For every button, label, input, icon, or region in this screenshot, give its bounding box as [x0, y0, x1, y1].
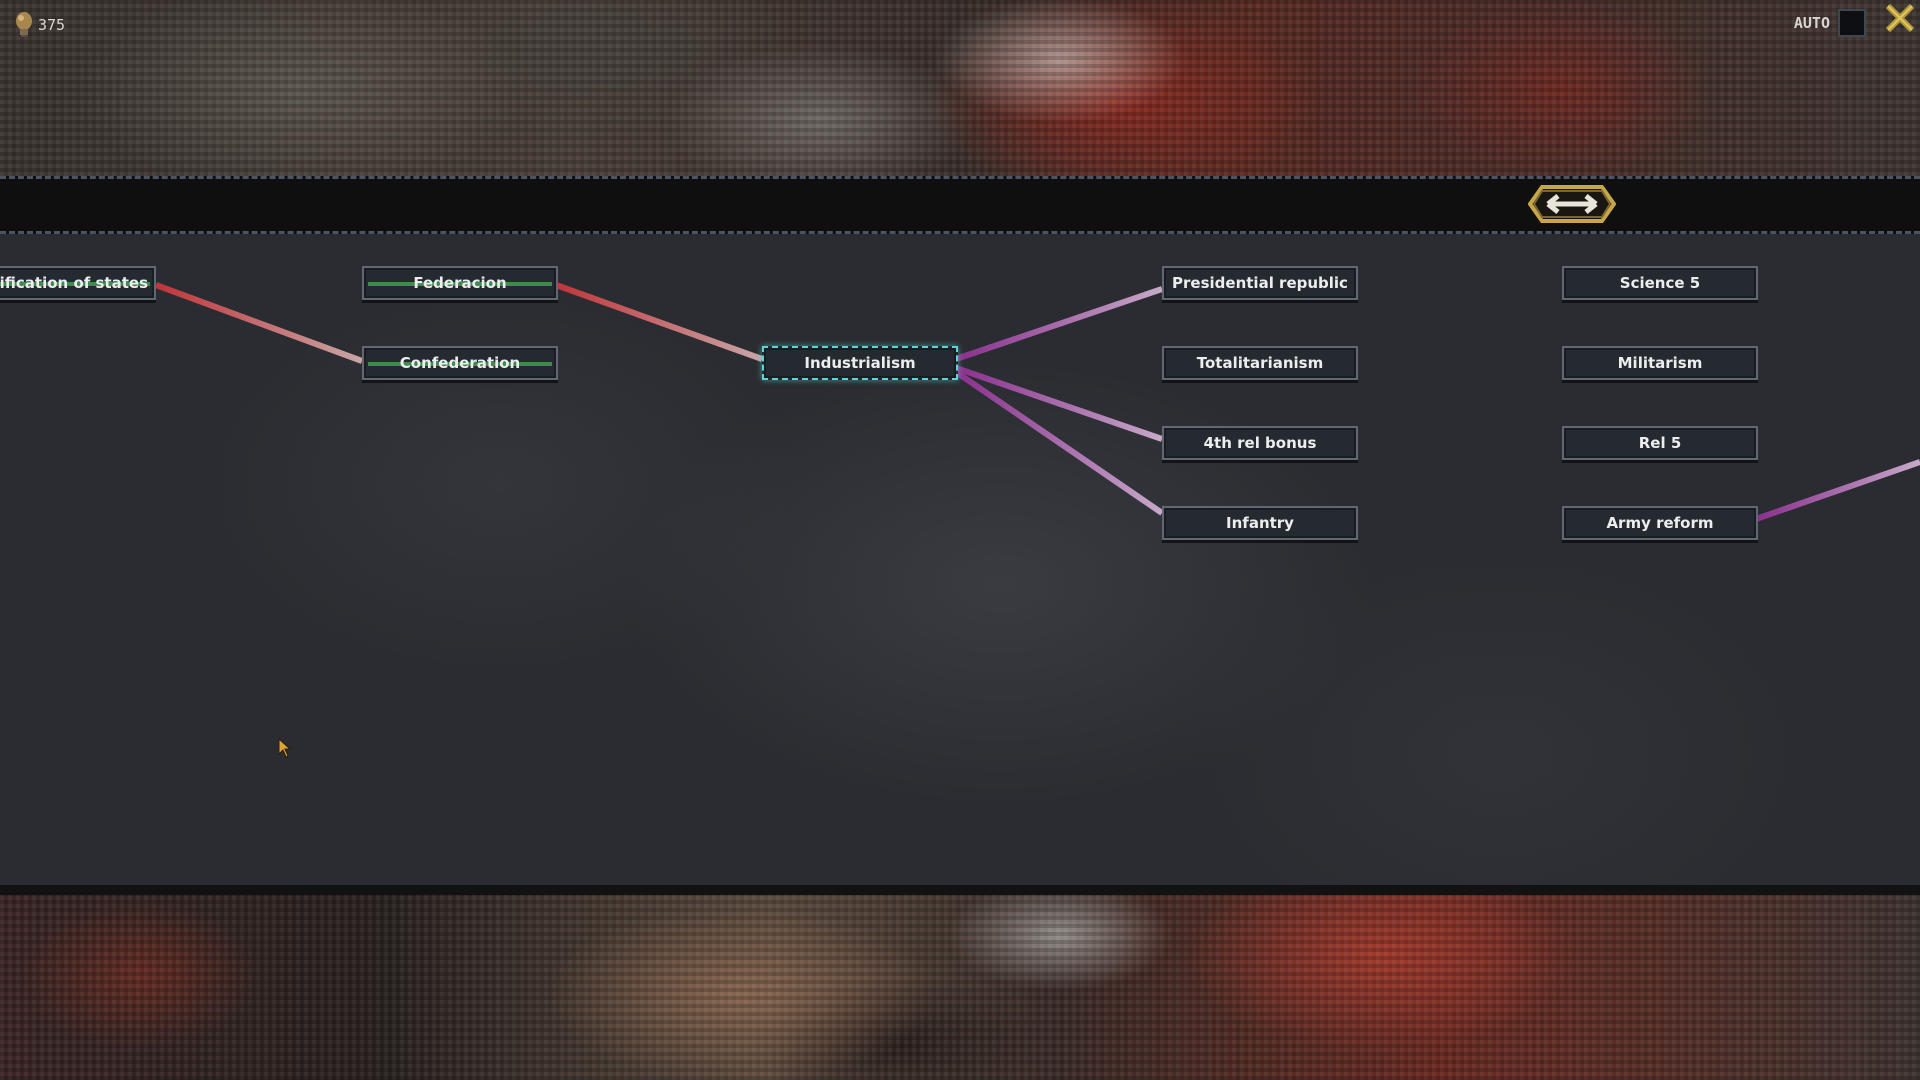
node-label: Militarism [1617, 354, 1703, 372]
link-federacion-industrialism [554, 282, 764, 362]
node-label: Federacion [413, 274, 507, 292]
background-art-bottom [0, 895, 1920, 1080]
lightbulb-icon [16, 12, 32, 37]
auto-toggle[interactable] [1838, 9, 1866, 37]
node-label: Industrialism [804, 354, 916, 372]
link-unification-confederation [154, 282, 364, 364]
double-arrow-icon [1527, 185, 1617, 223]
tree-node-industrialism[interactable]: Industrialism [762, 346, 958, 380]
horizontal-scroll-handle[interactable] [1527, 183, 1617, 225]
link-industrialism-presidential [955, 286, 1163, 362]
tree-node-totalitarianism[interactable]: Totalitarianism [1162, 346, 1358, 380]
link-armyreform-next-b [1755, 459, 1920, 522]
tree-node-infantry[interactable]: Infantry [1162, 506, 1358, 540]
mouse-cursor-icon [278, 738, 292, 758]
tech-tree-panel[interactable]: ification of states Federacion Confedera… [0, 234, 1920, 895]
close-icon [1885, 3, 1915, 33]
link-industrialism-infantry [954, 369, 1164, 516]
tree-node-army-reform[interactable]: Army reform [1562, 506, 1758, 540]
tree-node-militarism[interactable]: Militarism [1562, 346, 1758, 380]
tree-links [154, 280, 1920, 526]
tree-node-science-5[interactable]: Science 5 [1562, 266, 1758, 300]
background-art-top [0, 0, 1920, 180]
resource-value: 375 [38, 16, 66, 34]
close-button[interactable] [1880, 0, 1920, 36]
auto-control: AUTO [1794, 8, 1866, 38]
tree-node-rel-5[interactable]: Rel 5 [1562, 426, 1758, 460]
link-industrialism-relbonus [955, 365, 1163, 442]
tree-node-4th-rel-bonus[interactable]: 4th rel bonus [1162, 426, 1358, 460]
tree-node-unification[interactable]: ification of states [0, 266, 156, 300]
resource-counter: 375 [14, 10, 65, 40]
node-label: Presidential republic [1172, 274, 1348, 292]
node-label: ification of states [0, 274, 148, 292]
tree-node-presidential-republic[interactable]: Presidential republic [1162, 266, 1358, 300]
tree-node-federacion[interactable]: Federacion [362, 266, 558, 300]
node-label: Confederation [399, 354, 521, 372]
auto-label: AUTO [1793, 14, 1830, 32]
node-label: 4th rel bonus [1203, 434, 1317, 452]
node-label: Army reform [1606, 514, 1714, 532]
node-label: Infantry [1226, 514, 1294, 532]
tree-header-bar [0, 176, 1920, 234]
node-label: Rel 5 [1638, 434, 1682, 452]
tree-node-confederation[interactable]: Confederation [362, 346, 558, 380]
node-label: Science 5 [1619, 274, 1701, 292]
node-label: Totalitarianism [1196, 354, 1324, 372]
